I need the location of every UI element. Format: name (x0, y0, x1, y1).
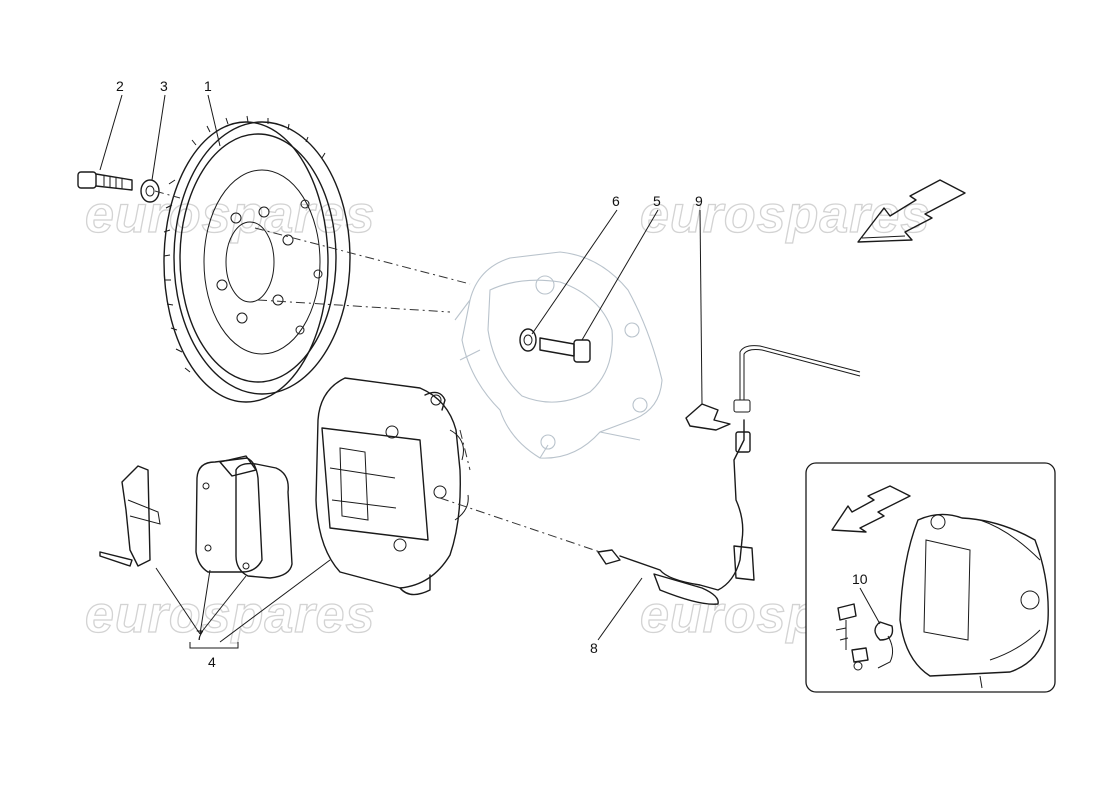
pad-wear-sensor-cable (597, 345, 861, 605)
watermark-bottom-left: eurospares (85, 586, 375, 644)
brake-caliper (315, 377, 469, 596)
disc-washer (140, 179, 160, 203)
callout-labels: 2 3 1 6 5 9 8 10 7 4 (116, 78, 868, 670)
watermark-group: eurospares eurospares eurospares eurospa… (84, 185, 930, 644)
callout-6: 6 (612, 193, 620, 209)
disc-screw (77, 171, 133, 191)
disc-vents (163, 115, 326, 373)
direction-arrow-icon (857, 179, 966, 243)
callout-8: 8 (590, 640, 598, 656)
callout-3: 3 (160, 78, 168, 94)
assembly-lines (154, 190, 601, 553)
leader-lines (99, 94, 881, 649)
inset-panel (805, 462, 1056, 693)
callout-1: 1 (204, 78, 212, 94)
disc-hub-holes (216, 199, 323, 335)
hub-knuckle-ghost (454, 251, 663, 459)
cable-bracket (685, 403, 731, 431)
callout-10: 10 (852, 571, 868, 587)
watermark-top-right: eurospares (640, 186, 930, 244)
callout-2: 2 (116, 78, 124, 94)
caliper-washer (519, 328, 537, 352)
brake-disc (163, 115, 351, 403)
brake-pad-kit (99, 455, 293, 579)
callout-7: 7 (196, 627, 204, 643)
callout-9: 9 (695, 193, 703, 209)
callout-4: 4 (208, 654, 216, 670)
callout-5: 5 (653, 193, 661, 209)
inset-caliper-detail (835, 513, 1049, 689)
caliper-screw (539, 337, 591, 363)
inset-direction-arrow-icon (831, 485, 911, 533)
